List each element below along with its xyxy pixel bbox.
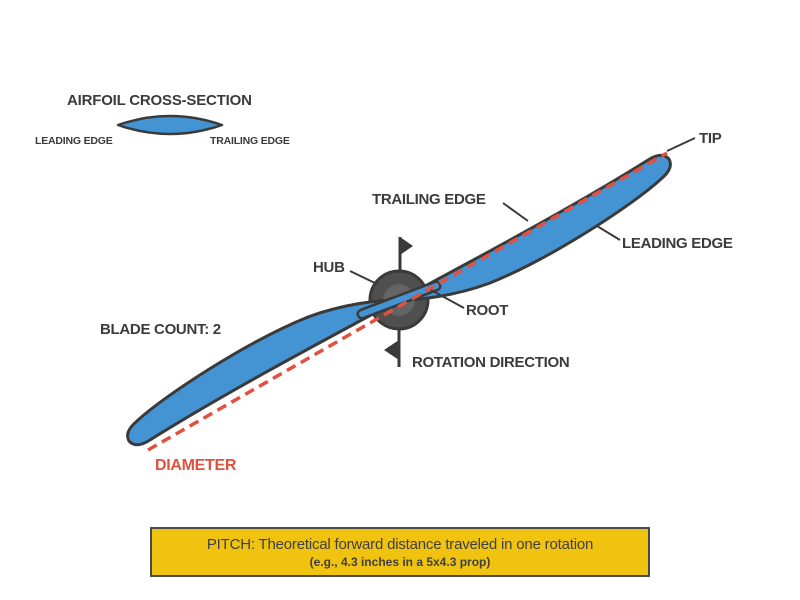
pitch-info-box: PITCH: Theoretical forward distance trav…: [150, 527, 650, 577]
tip-label: TIP: [699, 130, 722, 147]
rotation-arrow-top-icon: [400, 237, 413, 255]
airfoil-section-title: AIRFOIL CROSS-SECTION: [67, 92, 252, 109]
hub-label: HUB: [313, 259, 345, 276]
leading-edge-leader-line: [596, 225, 621, 241]
hub-leader-line: [349, 270, 378, 285]
pitch-example-text: (e.g., 4.3 inches in a 5x4.3 prop): [309, 554, 491, 569]
leading-edge-label: LEADING EDGE: [622, 235, 733, 252]
root-label: ROOT: [466, 302, 509, 319]
airfoil-leading-edge-label: LEADING EDGE: [35, 135, 113, 147]
propeller-blade-upper: [397, 153, 672, 302]
root-leader-line: [430, 289, 465, 309]
pitch-definition-text: PITCH: Theoretical forward distance trav…: [206, 535, 594, 553]
propeller-blade-lower: [126, 298, 401, 447]
blade-count-label: BLADE COUNT: 2: [100, 321, 221, 338]
airfoil-trailing-edge-label: TRAILING EDGE: [210, 135, 290, 147]
diameter-label: DIAMETER: [155, 457, 237, 474]
airfoil-cross-section-shape: [116, 114, 224, 136]
blade-root-band: [359, 283, 439, 317]
tip-leader-line: [666, 137, 696, 152]
diameter-dashed-line: [147, 151, 668, 452]
trailing-edge-label: TRAILING EDGE: [372, 191, 486, 208]
rotation-direction-label: ROTATION DIRECTION: [412, 354, 570, 371]
trailing-edge-leader-line: [502, 202, 529, 222]
rotation-arrow-bottom-icon: [384, 340, 399, 360]
